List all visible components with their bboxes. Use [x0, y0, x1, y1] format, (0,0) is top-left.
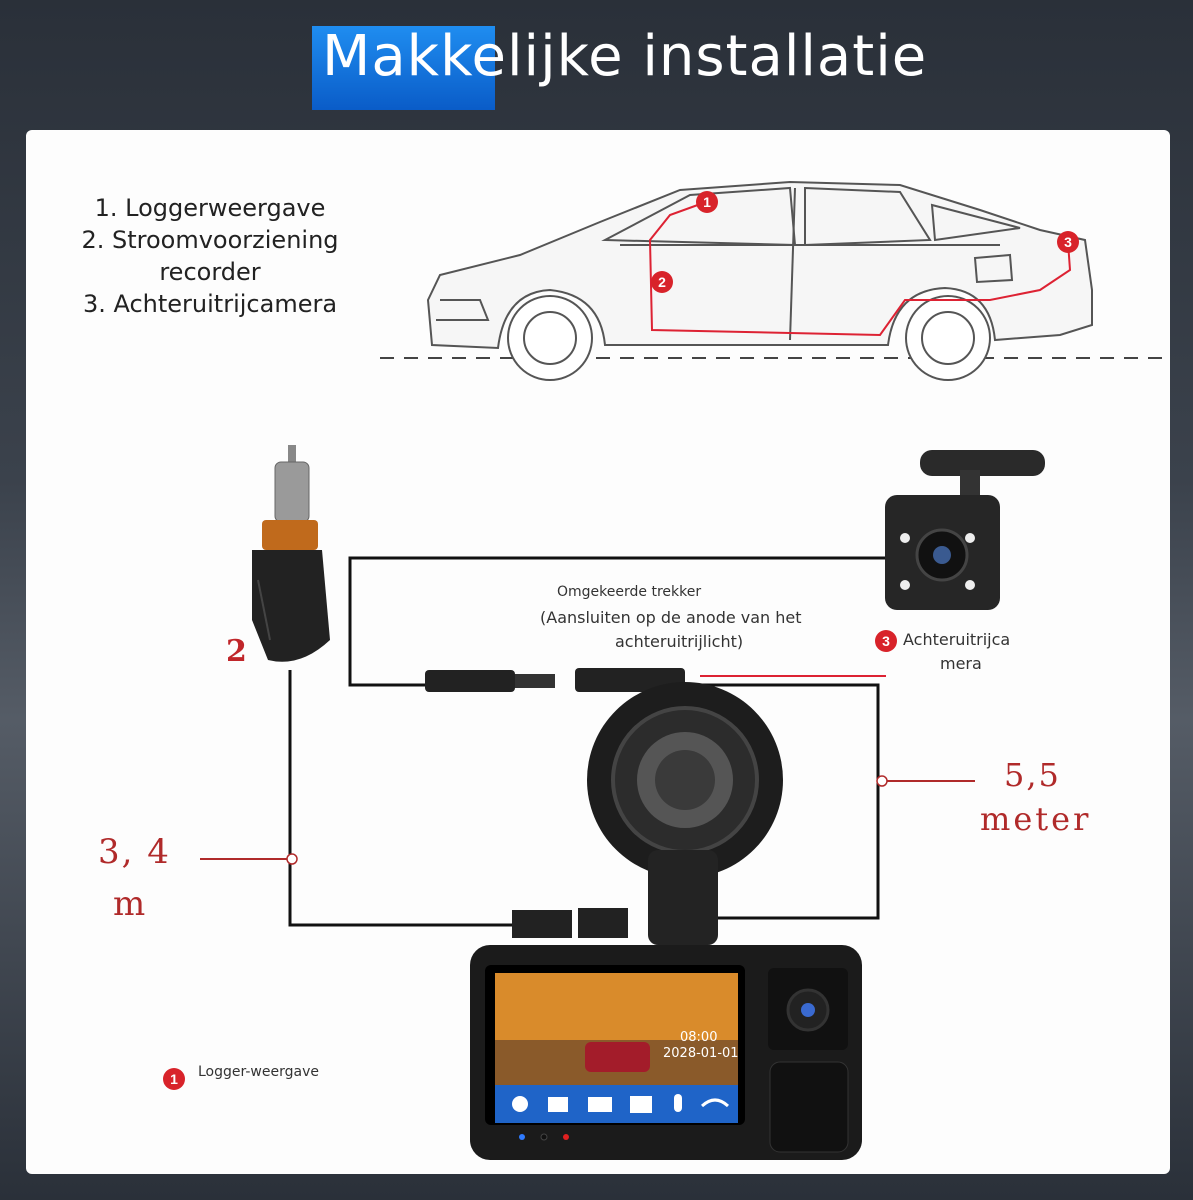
car-marker-3: 3 — [1057, 231, 1079, 253]
dashcam — [470, 945, 862, 1160]
connector-male — [425, 670, 515, 692]
trigger-label: Omgekeerde trekker — [557, 584, 702, 600]
legend-item: 2. Stroomvoorziening — [81, 226, 339, 254]
logger-label: Logger-weergave — [198, 1064, 319, 1080]
screen-toolbar — [512, 1094, 730, 1113]
cable-left-unit: m — [113, 884, 146, 924]
car-wiring — [648, 201, 1072, 337]
car-marker-2: 2 — [651, 271, 673, 293]
power-cable — [288, 670, 520, 927]
rear-camera-label-line1: Achteruitrijca — [903, 630, 1011, 649]
title-highlight-text: Makke — [322, 24, 507, 89]
cable-right-unit: meter — [980, 800, 1092, 838]
logger-marker: 1 — [163, 1068, 185, 1090]
page-title: Makkelijke installatie — [322, 24, 927, 89]
gear-icon — [512, 1096, 528, 1112]
car-charger — [252, 445, 330, 662]
title-highlight — [312, 26, 495, 110]
screen-time: 08:00 — [680, 1030, 718, 1045]
suction-mount — [587, 682, 783, 945]
folder-icon — [548, 1097, 568, 1112]
legend: 1. Loggerweergave 2. Stroomvoorziening r… — [60, 192, 360, 320]
cable-right-length: 5,5 — [1004, 756, 1061, 794]
rear-camera — [885, 450, 1045, 610]
title-banner: Makkelijke installatie — [0, 18, 1193, 110]
car-marker-1: 1 — [696, 191, 718, 213]
trigger-note-line2: achteruitrijlicht) — [615, 632, 744, 651]
camera-to-dashcam-cable — [610, 683, 880, 920]
legend-item: recorder — [159, 258, 261, 286]
mic-icon — [674, 1094, 682, 1112]
cable-left-length: 3, 4 — [98, 832, 171, 872]
rear-camera-marker: 3 — [875, 630, 897, 652]
title-rest-text: lijke installatie — [506, 24, 928, 89]
legend-item: 1. Loggerweergave — [94, 194, 326, 222]
rear-camera-label-line2: mera — [940, 654, 982, 673]
video-icon — [588, 1097, 612, 1112]
power-marker: 2 — [226, 634, 247, 669]
rear-camera-cable — [348, 556, 885, 687]
legend-item: 3. Achteruitrijcamera — [82, 290, 338, 318]
trigger-note-line1: (Aansluiten op de anode van het — [540, 608, 802, 627]
wifi-icon — [700, 1098, 730, 1108]
camera-icon — [630, 1096, 652, 1113]
car-illustration — [426, 180, 1093, 381]
screen-date: 2028-01-01 — [663, 1046, 739, 1061]
